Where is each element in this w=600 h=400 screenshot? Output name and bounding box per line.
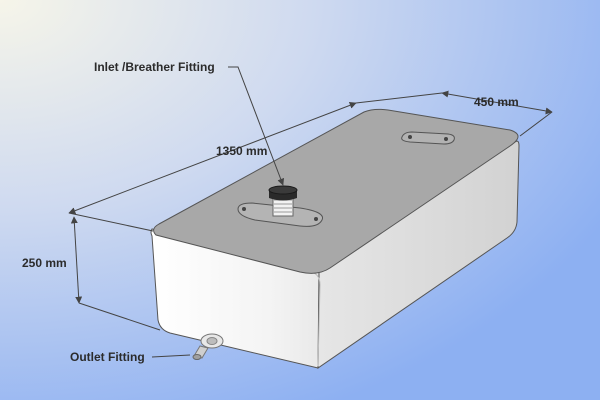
dimension-lines	[68, 66, 553, 358]
width-dimension-line	[441, 90, 553, 115]
width-label: 450 mm	[474, 95, 519, 109]
rear-flange	[401, 131, 455, 145]
length-dimension-line	[68, 101, 357, 215]
inlet-label: Inlet /Breather Fitting	[94, 60, 215, 74]
height-label: 250 mm	[22, 256, 67, 270]
tank-side-face	[317, 140, 520, 369]
outlet-fitting	[192, 333, 224, 360]
height-dimension-line	[70, 216, 83, 304]
inlet-fitting	[268, 185, 298, 217]
outlet-leader-line	[151, 354, 191, 358]
length-label: 1350 mm	[216, 144, 267, 158]
inlet-leader-line	[228, 66, 285, 186]
outlet-label: Outlet Fitting	[70, 350, 145, 364]
